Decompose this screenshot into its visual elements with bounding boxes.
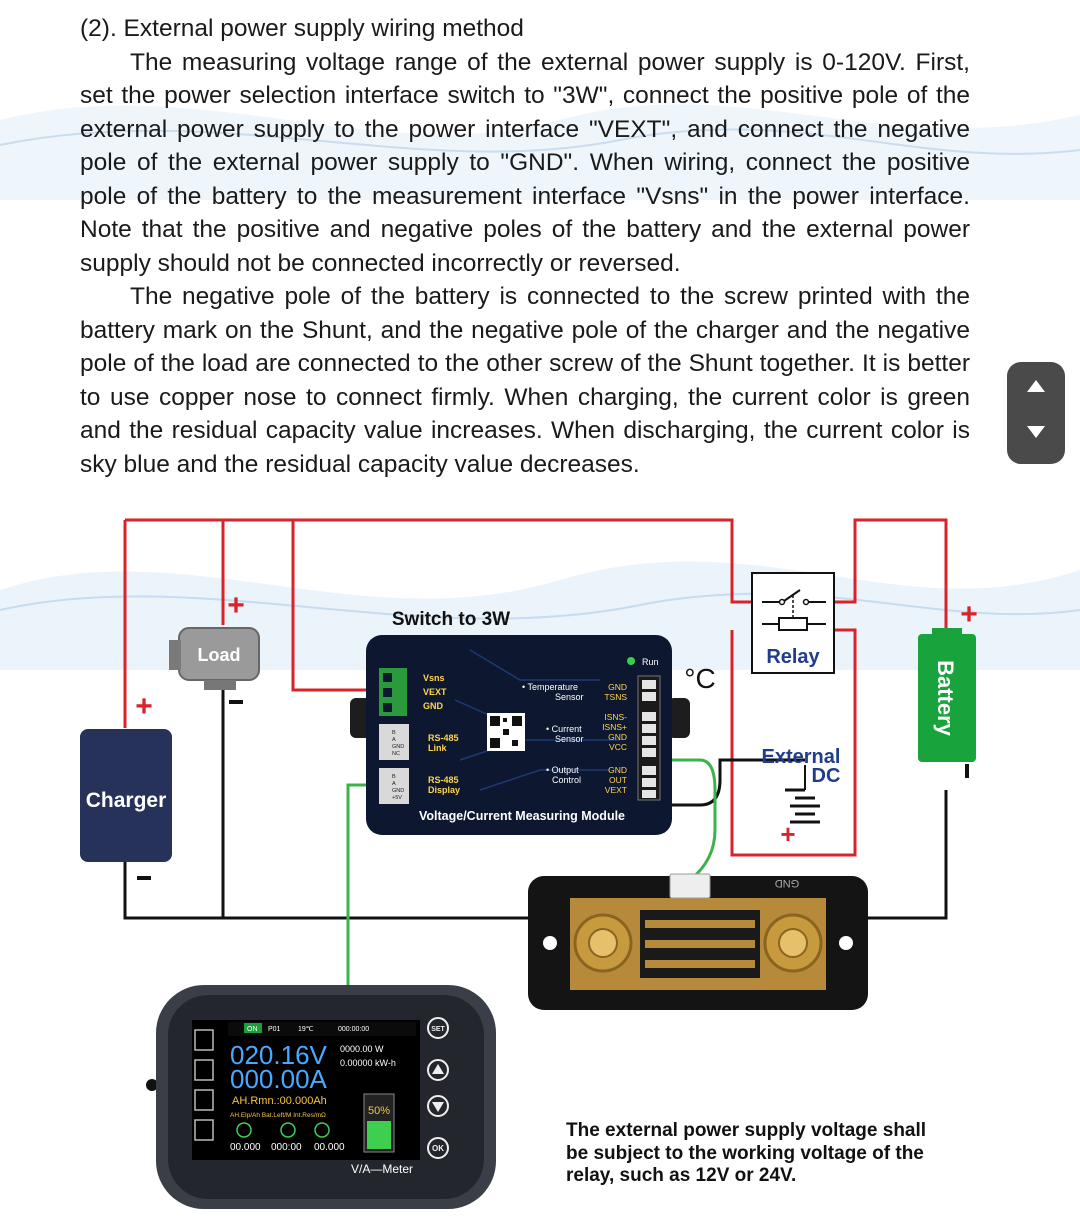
rs485-display-line2: Display <box>428 785 460 795</box>
va-meter: ON P01 19℃ 000:00:00 020.16V 000.00A 000… <box>146 985 496 1209</box>
meter-energy: 0.00000 kW-h <box>340 1058 396 1068</box>
relay-label: Relay <box>766 646 820 668</box>
charger-plus-sign: + <box>135 690 153 723</box>
meter-ah-remaining: AH.Rmn.:00.000Ah <box>232 1095 327 1107</box>
meter-percent: 50% <box>368 1105 390 1117</box>
meter-status-time: 000:00:00 <box>338 1026 369 1033</box>
section-heading: (2). External power supply wiring method <box>80 15 524 42</box>
meter-ok-button: OK <box>432 1144 444 1153</box>
meter-set-button: SET <box>431 1026 445 1033</box>
port1-pin-nc: NC <box>392 751 400 757</box>
port1-pin-a: A <box>392 737 396 743</box>
port1-pin-gnd: GND <box>392 744 404 750</box>
port2-pin-5v: +5V <box>392 795 402 801</box>
pin-gnd: GND <box>423 701 444 711</box>
instruction-text: (2). External power supply wiring method… <box>80 12 970 481</box>
pin-vsns: Vsns <box>423 673 445 683</box>
port2-pin-b: B <box>392 774 396 780</box>
meter-status-temp: 19℃ <box>298 1026 314 1033</box>
page-nav-control <box>1007 362 1065 464</box>
switch-label: Switch to 3W <box>392 609 510 630</box>
external-dc-source <box>785 765 820 824</box>
note-line-1: The external power supply voltage shall <box>566 1120 927 1141</box>
charger-label: Charger <box>86 789 167 812</box>
triangle-down-icon <box>1027 426 1045 438</box>
run-label: Run <box>642 657 659 667</box>
battery-minus-sign <box>965 764 969 778</box>
meter-status-on: ON <box>247 1026 258 1033</box>
load-label: Load <box>198 645 241 665</box>
relay: Relay <box>751 572 835 674</box>
temp-pin-gnd: GND <box>608 682 627 692</box>
current-sensor-line2: Sensor <box>555 734 584 744</box>
output-pin-out: OUT <box>609 775 627 785</box>
meter-brand: V/A—Meter <box>351 1162 413 1176</box>
external-dc-label-1: External <box>762 746 841 768</box>
qr-code <box>487 713 525 751</box>
output-pin-gnd: GND <box>608 765 627 775</box>
current-sensor-line1: • Current <box>546 724 582 734</box>
shunt-gnd-label: GND <box>775 877 800 889</box>
battery: Battery <box>918 628 976 762</box>
charger-minus-sign <box>137 876 151 880</box>
port1-pin-b: B <box>392 730 396 736</box>
output-control-line2: Control <box>552 775 581 785</box>
external-dc-label-2: DC <box>812 765 841 787</box>
celsius-label: °C <box>684 663 715 694</box>
page-up-button[interactable] <box>1007 362 1065 413</box>
load-plus-sign: + <box>227 589 245 622</box>
module-title: Voltage/Current Measuring Module <box>419 809 625 823</box>
pin-vext: VEXT <box>423 687 447 697</box>
output-control-line1: • Output <box>546 765 579 775</box>
temp-sensor-line1: • Temperature <box>522 682 578 692</box>
shunt: GND <box>528 873 868 1010</box>
temp-sensor-line2: Sensor <box>555 692 584 702</box>
current-pin-gnd: GND <box>608 732 627 742</box>
temp-pin-tsns: TSNS <box>604 692 627 702</box>
current-pin-isns-minus: ISNS- <box>604 712 627 722</box>
charger: Charger <box>80 729 172 862</box>
meter-sub-labels: AH.Elp/Ah Bat.Left/M Int.Res/mΩ <box>230 1112 326 1119</box>
output-pin-vext: VEXT <box>605 785 627 795</box>
meter-current: 000.00A <box>230 1064 328 1094</box>
meter-power: 0000.00 W <box>340 1044 384 1054</box>
triangle-up-icon <box>1027 380 1045 392</box>
rs485-display-line1: RS-485 <box>428 775 459 785</box>
meter-sub-value-2: 000:00 <box>271 1142 302 1153</box>
meter-sub-value-1: 00.000 <box>230 1142 261 1153</box>
rs485-link-line1: RS-485 <box>428 733 459 743</box>
battery-label: Battery <box>933 660 958 737</box>
meter-sub-value-3: 00.000 <box>314 1142 345 1153</box>
paragraph-external-supply: The measuring voltage range of the exter… <box>80 48 970 277</box>
measuring-module: Run Vsns VEXT GND B A GND NC B A GND +5V… <box>350 635 690 835</box>
battery-plus-sign: + <box>960 598 978 631</box>
note-line-2: be subject to the working voltage of the <box>566 1142 924 1164</box>
port2-pin-a: A <box>392 781 396 787</box>
meter-voltage: 020.16V <box>230 1040 328 1070</box>
relay-voltage-note: The external power supply voltage shall … <box>566 1120 986 1188</box>
current-pin-vcc: VCC <box>609 742 627 752</box>
external-dc-plus-sign: + <box>780 819 795 849</box>
load-minus-sign <box>229 700 243 704</box>
port2-pin-gnd: GND <box>392 788 404 794</box>
load-motor: Load <box>169 627 260 690</box>
red-positive-wires <box>123 518 948 857</box>
meter-status-p: P01 <box>268 1026 281 1033</box>
note-line-3: relay, such as 12V or 24V. <box>566 1165 797 1186</box>
paragraph-shunt: The negative pole of the battery is conn… <box>80 283 970 478</box>
current-pin-isns-plus: ISNS+ <box>602 722 627 732</box>
rs485-link-line2: Link <box>428 743 447 753</box>
page-down-button[interactable] <box>1007 413 1065 464</box>
